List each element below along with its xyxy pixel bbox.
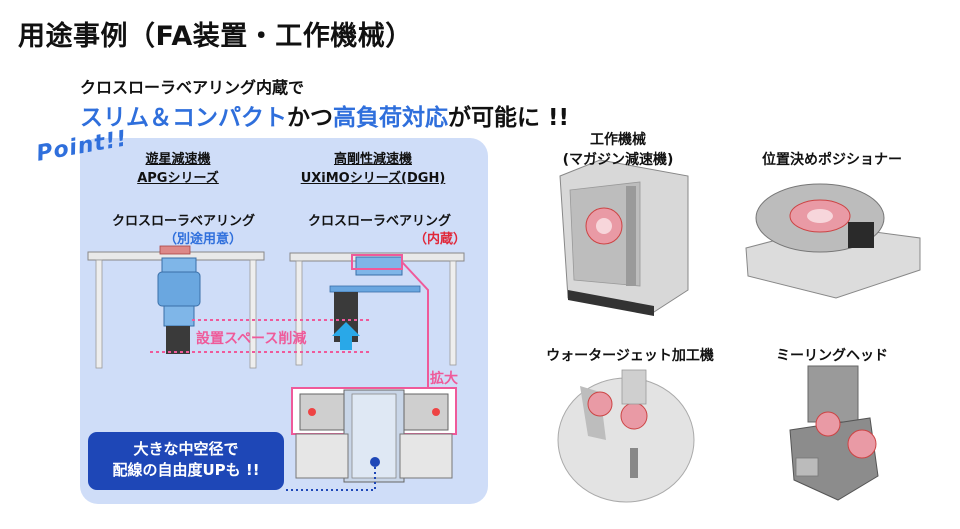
right-heading-line1: 高剛性減速機 xyxy=(333,152,412,167)
subtitle-mid: かつ xyxy=(287,105,333,131)
enlarge-label: 拡大 xyxy=(430,371,458,387)
right-bearing-label: クロスローラベアリング xyxy=(308,214,452,229)
subtitle-tail: が可能に !! xyxy=(448,105,569,131)
page-title: 用途事例（FA装置・工作機械） xyxy=(18,21,413,52)
waterjet-image xyxy=(557,369,695,503)
callout-line2: 配線の自由度UPも !! xyxy=(112,461,260,479)
machine-tool-image xyxy=(559,159,689,316)
left-heading-line2: APGシリーズ xyxy=(137,171,219,186)
left-heading-line1: 遊星減速機 xyxy=(145,152,211,167)
enlarged-cross-section xyxy=(291,387,457,483)
right-heading-line2: UXiMOシリーズ(DGH) xyxy=(300,171,446,186)
application-machine-tool-line1: 工作機械 xyxy=(590,132,646,148)
highlight-high-load: 高負荷対応 xyxy=(333,105,448,131)
left-bearing-label: クロスローラベアリング xyxy=(112,214,256,229)
up-arrow-icon xyxy=(332,322,360,350)
application-waterjet-line1: ウォータージェット加工機 xyxy=(546,348,714,364)
right-bearing-note: （内蔵） xyxy=(414,232,467,247)
callout-line1: 大きな中空径で xyxy=(133,440,239,458)
application-positioner-line1: 位置決めポジショナー xyxy=(762,152,902,168)
application-machine-tool: 工作機械 (マガジン減速機) xyxy=(548,130,688,170)
right-column-heading: 高剛性減速機 UXiMOシリーズ(DGH) xyxy=(288,150,458,188)
hollow-diameter-callout: 大きな中空径で 配線の自由度UPも !! xyxy=(88,432,284,490)
callout-pointer xyxy=(286,466,376,491)
application-milling-head-line1: ミーリングヘッド xyxy=(776,348,888,364)
subtitle-line1: クロスローラベアリング内蔵で xyxy=(80,78,305,97)
subtitle-line2: スリム＆コンパクトかつ高負荷対応が可能に !! xyxy=(80,98,569,132)
positioner-image xyxy=(745,183,921,299)
application-machine-tool-line2: (マガジン減速機) xyxy=(562,152,674,168)
application-milling-head: ミーリングヘッド xyxy=(762,346,902,366)
left-column-heading: 遊星減速機 APGシリーズ xyxy=(118,150,238,188)
apg-table-illustration xyxy=(87,245,265,369)
space-reduction-label: 設置スペース削減 xyxy=(196,331,307,347)
milling-head-image xyxy=(789,365,879,501)
uximo-table-illustration xyxy=(289,252,465,366)
application-positioner: 位置決めポジショナー xyxy=(752,150,912,170)
left-bearing-note: （別途用意） xyxy=(164,232,243,247)
highlight-slim-compact: スリム＆コンパクト xyxy=(80,105,287,131)
application-waterjet: ウォータージェット加工機 xyxy=(540,346,720,366)
